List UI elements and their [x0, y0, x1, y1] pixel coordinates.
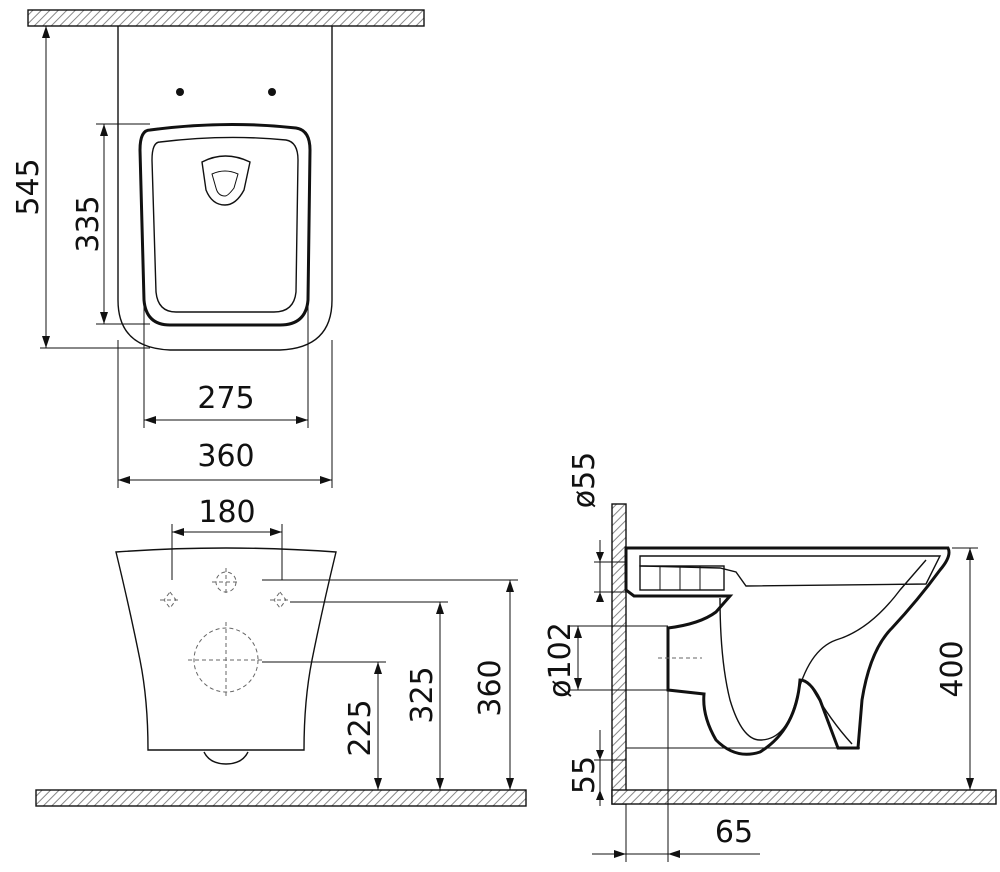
- dim-bottom-gap: 55: [567, 756, 602, 794]
- fixing-point-left: [160, 591, 180, 609]
- side-view-bowl-outline: [624, 546, 951, 756]
- dim-overall-width: 360: [197, 439, 254, 474]
- dim-overall-depth: 545: [11, 158, 46, 215]
- dim-bowl-depth: 335: [71, 195, 106, 252]
- inlet-pipe: [639, 565, 725, 591]
- floor-section-side: [611, 789, 997, 805]
- fixing-hole-right: [268, 88, 276, 96]
- front-view: 180 225 325 360: [35, 495, 527, 807]
- floor-section-front: [35, 789, 527, 807]
- front-view-outline: [115, 547, 337, 751]
- dim-inlet-diameter: ø55: [567, 452, 602, 509]
- dim-inner-width: 275: [197, 381, 254, 416]
- dim-outlet-height: 225: [343, 699, 378, 756]
- dim-fixing-spacing: 180: [198, 495, 255, 530]
- dim-front-overall-height: 360: [473, 659, 508, 716]
- dim-mounting-height: 400: [935, 640, 970, 697]
- seat-inner-outline: [151, 136, 299, 313]
- top-wall-section: [27, 9, 425, 27]
- fixing-point-upper: [212, 568, 240, 596]
- outlet-circle-front: [188, 622, 264, 698]
- trap-inner-line: [719, 559, 927, 741]
- seat-outer-outline: [138, 122, 312, 327]
- dim-fixing-height: 325: [405, 666, 440, 723]
- dim-outlet-diameter: ø102: [543, 622, 578, 698]
- bowl-outlet-shape: [201, 155, 251, 206]
- rim-channel: [639, 555, 942, 587]
- dim-wall-offset: 65: [715, 815, 753, 850]
- fixing-point-right: [270, 591, 290, 609]
- fixing-hole-left: [176, 88, 184, 96]
- top-view: 545 335 275 360: [11, 9, 425, 488]
- side-wall-section: [611, 503, 627, 805]
- side-view: ø55 ø102 55 400 65: [543, 452, 997, 862]
- top-view-outline: [117, 26, 333, 351]
